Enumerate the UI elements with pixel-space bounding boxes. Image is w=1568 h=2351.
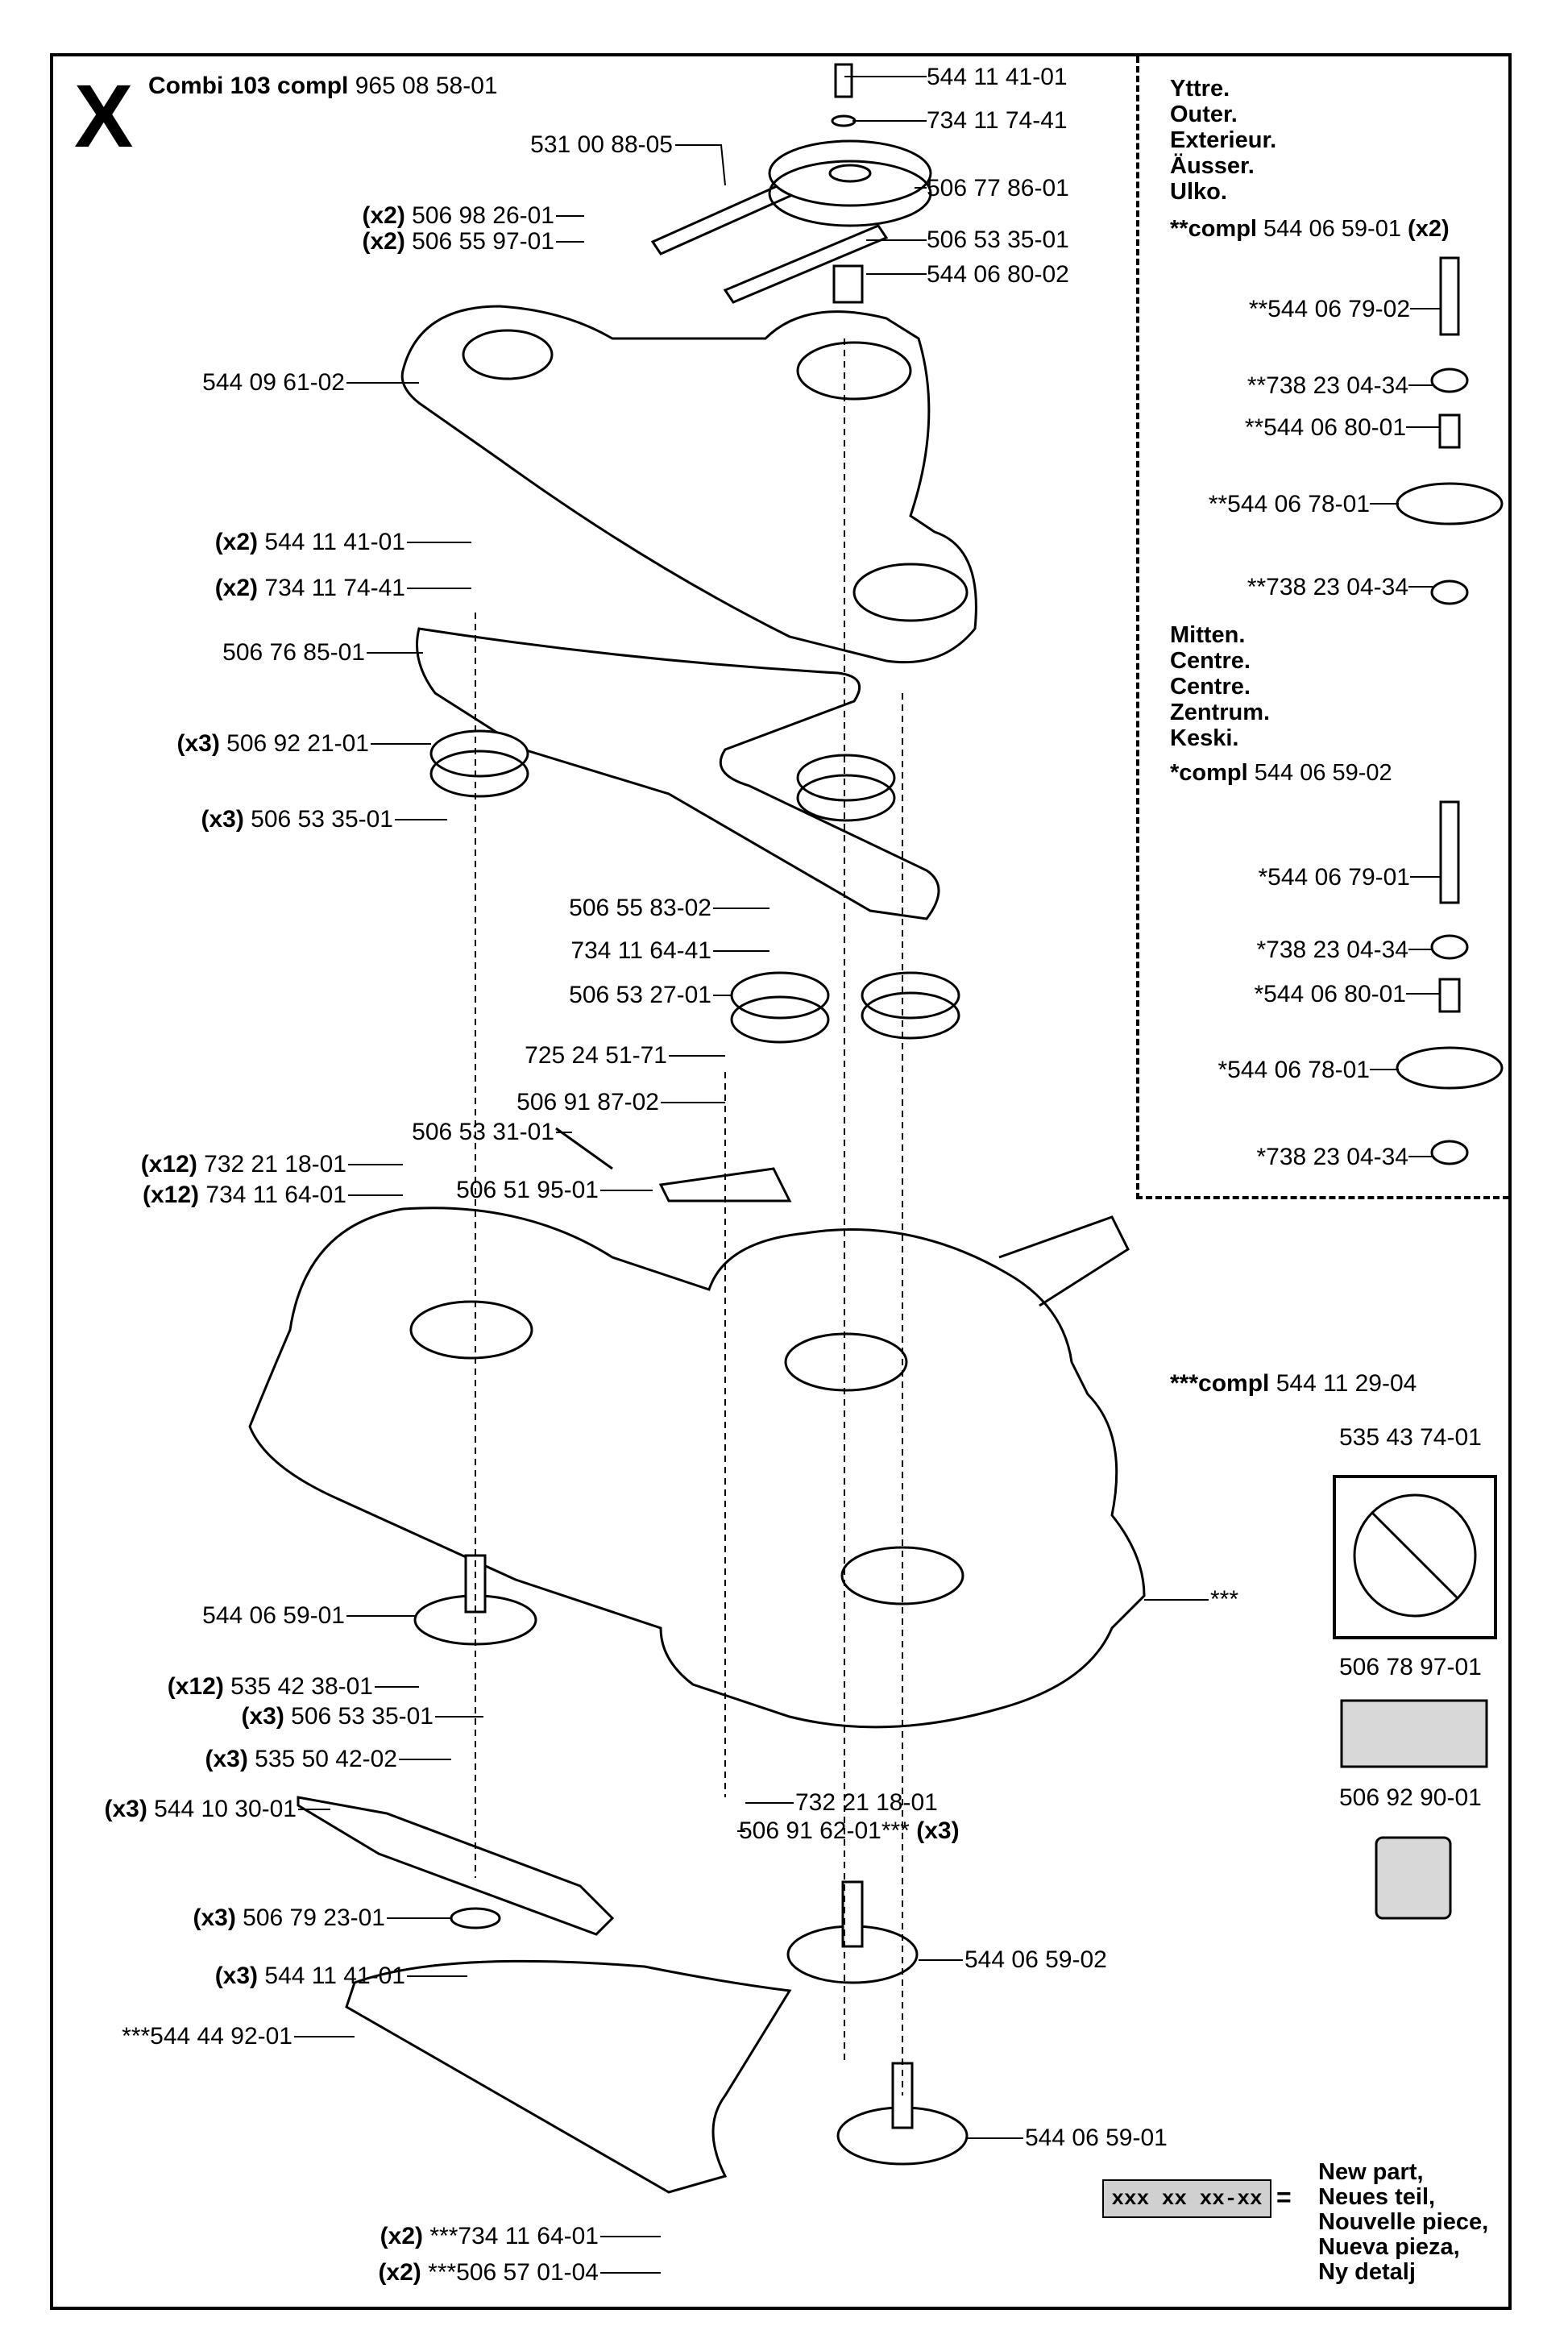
callout: (x3) 535 50 42-02 xyxy=(205,1746,397,1772)
assembly-title-label: Combi 103 compl xyxy=(148,73,349,99)
assembly-number: 965 08 58-01 xyxy=(355,73,498,99)
callout: 544 06 59-02 xyxy=(964,1946,1107,1973)
callout: *** xyxy=(1210,1586,1239,1613)
centre-bearing-2 xyxy=(1430,1140,1469,1165)
idler-pulley xyxy=(429,729,529,778)
decal-label: 506 78 97-01 xyxy=(1339,1654,1482,1680)
callout: 506 77 86-01 xyxy=(927,175,1069,201)
callout: ***544 44 92-01 xyxy=(122,2023,292,2050)
mower-deck xyxy=(248,1207,1146,1729)
inset-part-label: **738 23 04-34 xyxy=(1247,372,1408,399)
outer-bearing xyxy=(1430,368,1469,393)
decal-506-78-97-01 xyxy=(1340,1699,1488,1768)
idler-pulley xyxy=(796,754,896,802)
decal-label: 506 92 90-01 xyxy=(1339,1784,1482,1811)
blade-washer xyxy=(450,1907,501,1929)
centre-spacer xyxy=(1438,978,1461,1013)
callout: 544 06 59-01 xyxy=(202,1602,345,1629)
callout: 506 51 95-01 xyxy=(456,1177,599,1203)
callout: 506 53 31-01 xyxy=(412,1119,554,1145)
callout: (x2) ***734 11 64-01 xyxy=(380,2223,599,2249)
inset-part-label: **544 06 79-02 xyxy=(1248,296,1410,322)
assembly-title: Combi 103 compl 965 08 58-01 xyxy=(148,73,498,100)
callout: (x2) ***506 57 01-04 xyxy=(378,2259,599,2286)
new-part-legend: New part, Neues teil, Nouvelle piece, Nu… xyxy=(1318,2159,1489,2285)
inset-part-label: **544 06 80-01 xyxy=(1244,414,1406,441)
centre-heading: Mitten. Centre. Centre. Zentrum. Keski. xyxy=(1170,622,1271,751)
callout: 506 53 27-01 xyxy=(569,982,711,1008)
decal-506-92-90-01 xyxy=(1375,1836,1452,1920)
callout: 506 91 87-02 xyxy=(516,1089,659,1115)
drawing-frame xyxy=(50,53,1512,2310)
washer xyxy=(831,114,857,127)
callout: 531 00 88-05 xyxy=(530,131,673,158)
outer-heading: Yttre. Outer. Exterieur. Äusser. Ulko. xyxy=(1170,76,1277,205)
inset-part-label: *544 06 80-01 xyxy=(1254,981,1407,1007)
callout: 544 06 80-02 xyxy=(927,261,1069,288)
callout: (x2) 506 98 26-01 xyxy=(362,202,554,229)
callout: (x12) 734 11 64-01 xyxy=(143,1182,346,1208)
baffle xyxy=(345,1959,792,2194)
callout: 506 55 83-02 xyxy=(569,895,711,921)
legend-equals: = xyxy=(1276,2183,1292,2212)
callout: (x3) 506 53 35-01 xyxy=(201,806,393,833)
callout: (x3) 506 79 23-01 xyxy=(193,1904,385,1931)
centre-bearing xyxy=(1430,934,1469,960)
idler-pulley xyxy=(861,971,960,1020)
decal-label: 535 43 74-01 xyxy=(1339,1424,1482,1451)
v-belt xyxy=(416,627,940,920)
new-part-box: xxx xx xx-xx xyxy=(1102,2179,1271,2218)
idler-pulley xyxy=(730,971,830,1020)
callout: (x12) 535 42 38-01 xyxy=(167,1673,373,1700)
deck-compl: ***compl 544 11 29-04 xyxy=(1170,1370,1417,1397)
centre-compl: *compl 544 06 59-02 xyxy=(1170,760,1392,786)
callout: (x2) 506 55 97-01 xyxy=(362,228,554,255)
callout: 544 11 41-01 xyxy=(927,64,1068,90)
callout: 734 11 74-41 xyxy=(927,107,1068,134)
spring xyxy=(555,1127,613,1170)
section-letter: X xyxy=(74,67,134,166)
spacer xyxy=(832,264,864,304)
callout: (x2) 734 11 74-41 xyxy=(214,575,405,601)
callout: (x3) 506 53 35-01 xyxy=(241,1703,433,1730)
inset-part-label: *544 06 79-01 xyxy=(1258,864,1411,891)
callout: 506 91 62-01*** (x3) xyxy=(739,1817,960,1844)
inset-part-label: **544 06 78-01 xyxy=(1208,491,1370,517)
belt-strip xyxy=(723,224,889,304)
outer-bearing-2 xyxy=(1430,579,1469,605)
callout: (x12) 732 21 18-01 xyxy=(140,1151,346,1178)
callout: 506 76 85-01 xyxy=(222,639,365,666)
bolt xyxy=(834,63,853,98)
inset-part-label: *738 23 04-34 xyxy=(1256,937,1409,963)
belt-cover xyxy=(400,305,977,664)
decal-535-43-74-01 xyxy=(1333,1475,1497,1639)
callout: (x3) 506 92 21-01 xyxy=(176,730,369,757)
outer-spacer xyxy=(1438,413,1461,449)
callout: 725 24 51-71 xyxy=(525,1042,667,1069)
centre-housing xyxy=(1396,1046,1504,1090)
centre-shaft xyxy=(1439,800,1460,904)
inset-part-label: *738 23 04-34 xyxy=(1256,1144,1409,1170)
callout: 732 21 18-01 xyxy=(795,1789,938,1816)
blade xyxy=(297,1796,615,1936)
callout: (x2) 544 11 41-01 xyxy=(214,529,405,555)
inset-part-label: *544 06 78-01 xyxy=(1217,1057,1371,1083)
outer-housing xyxy=(1396,482,1504,525)
callout: (x3) 544 11 41-01 xyxy=(214,1963,405,1989)
inset-part-label: **738 23 04-34 xyxy=(1247,574,1408,600)
callout: 506 53 35-01 xyxy=(927,226,1069,253)
callout: 544 09 61-02 xyxy=(202,369,345,396)
top-pulley xyxy=(768,139,932,207)
outer-compl: **compl 544 06 59-01 (x2) xyxy=(1170,216,1450,242)
callout: 734 11 64-41 xyxy=(570,937,711,964)
outer-shaft xyxy=(1439,256,1460,336)
inset-panel xyxy=(1136,56,1509,1199)
callout: 544 06 59-01 xyxy=(1025,2125,1168,2151)
callout: (x3) 544 10 30-01 xyxy=(104,1796,297,1822)
